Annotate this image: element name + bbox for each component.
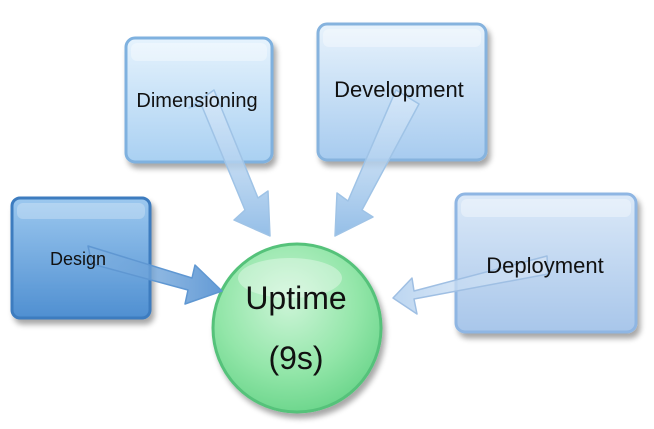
label-development: Development <box>334 77 464 102</box>
node-development <box>316 22 488 162</box>
arrow-deployment <box>392 255 549 315</box>
arrow-development <box>334 89 420 237</box>
center-subtitle: (9s) <box>268 340 323 376</box>
center-uptime-circle <box>211 242 383 414</box>
label-deployment: Deployment <box>486 253 603 278</box>
label-design: Design <box>50 249 106 269</box>
node-design <box>10 196 152 320</box>
center-title: Uptime <box>245 280 346 316</box>
label-dimensioning: Dimensioning <box>136 90 257 112</box>
arrow-design <box>87 245 223 305</box>
arrow-dimensioning <box>188 89 271 237</box>
